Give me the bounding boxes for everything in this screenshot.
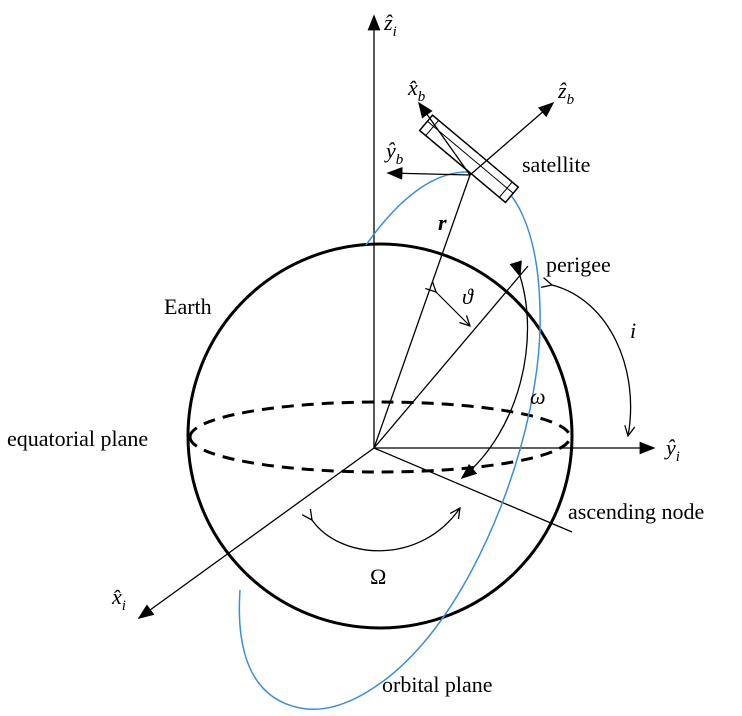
z-b-label: ẑb xyxy=(557,78,575,108)
raan-label: Ω xyxy=(370,564,386,589)
omega-arc xyxy=(460,260,529,480)
raan-arc xyxy=(312,508,460,552)
perigee-label: perigee xyxy=(546,252,611,277)
y-i-label: ŷi xyxy=(664,435,680,465)
y-b-axis xyxy=(386,166,471,180)
satellite-label: satellite xyxy=(522,152,590,177)
omega-label: ω xyxy=(530,384,546,409)
inclination-label: i xyxy=(630,318,636,343)
ascending-node-label: ascending node xyxy=(568,499,704,524)
equator-front xyxy=(188,436,572,474)
z-i-label: ẑi xyxy=(383,10,397,40)
perigee-line xyxy=(373,265,529,449)
inclination-arc xyxy=(552,285,631,436)
z-b-axis xyxy=(469,101,555,176)
satellite-body xyxy=(418,114,520,204)
x-b-label: x̂b xyxy=(407,75,426,105)
x-i-axis xyxy=(137,447,375,619)
ascending-node-line xyxy=(373,447,573,533)
orbital-plane-label: orbital plane xyxy=(382,672,493,697)
x-i-label: x̂i xyxy=(111,584,126,614)
r-label: r xyxy=(438,210,447,235)
equatorial-plane-label: equatorial plane xyxy=(7,426,148,451)
x-b-axis xyxy=(418,101,471,176)
position-vector-r xyxy=(373,174,471,449)
earth-label: Earth xyxy=(164,294,212,319)
theta-label: ϑ xyxy=(462,284,474,309)
y-b-label: ŷb xyxy=(384,138,404,168)
